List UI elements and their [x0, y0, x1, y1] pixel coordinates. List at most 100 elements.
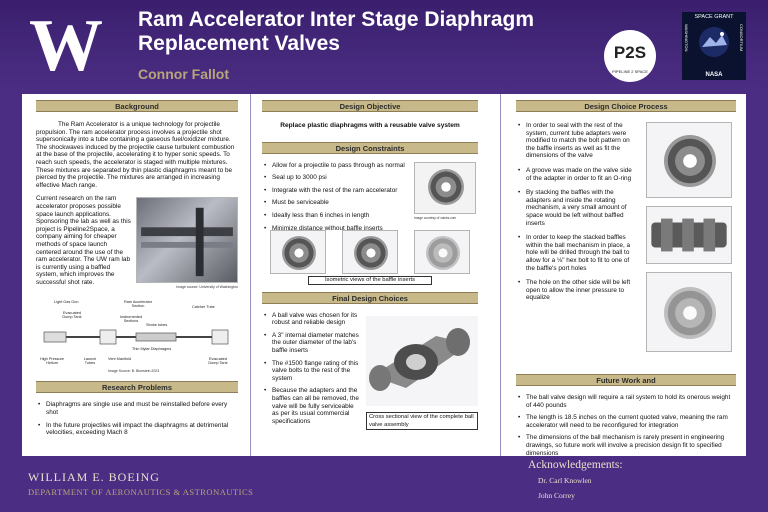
- future-work-item: The dimensions of the ball mechanism is …: [516, 434, 736, 457]
- final-design-item: The #1500 flange rating of this valve bo…: [262, 360, 360, 383]
- department-name-line-1: WILLIAM E. BOEING: [28, 470, 160, 484]
- acknowledgements-title: Acknowledgements:: [528, 459, 623, 471]
- department-name-line-2: DEPARTMENT OF AERONAUTICS & ASTRONAUTICS: [28, 487, 254, 497]
- design-process-list: In order to seal with the rest of the sy…: [516, 122, 634, 307]
- ball-valve-assembly-drawing: [369, 327, 470, 391]
- diagram-label-vent-manifold: Vent Manifold: [108, 357, 132, 362]
- poster-footer: WILLIAM E. BOEING DEPARTMENT OF AERONAUT…: [0, 456, 768, 512]
- constraint-item: Minimize distance without baffle inserts: [262, 225, 412, 233]
- baffle-insert-views: Isometric views of the baffle inserts: [262, 229, 478, 286]
- ram-accelerator-diagram: Light Gas Gun Ram Accelerator Section Ca…: [36, 297, 238, 378]
- stacked-baffles-drawing: [651, 218, 727, 252]
- valve-image-caption: Image courtesy of valves.com: [414, 215, 457, 220]
- constraint-item: Allow for a projectile to pass through a…: [262, 162, 412, 170]
- future-work-item: The length is 18.5 inches on the current…: [516, 414, 736, 429]
- research-problems-list: Diaphragms are single use and must be re…: [36, 401, 238, 436]
- future-work-item: The ball valve design will require a rai…: [516, 394, 736, 409]
- design-objective-heading: Design Objective: [262, 100, 478, 112]
- space-grant-bottom: NASA: [705, 72, 723, 78]
- adapter-shape: [664, 135, 716, 187]
- final-design-item: A 3" internal diameter matches the outer…: [262, 332, 360, 355]
- design-process-item: A groove was made on the valve side of t…: [516, 167, 634, 182]
- constraint-item: Integrate with the rest of the ram accel…: [262, 187, 412, 195]
- uw-logo: W: [29, 12, 103, 74]
- research-problem-item: Diaphragms are single use and must be re…: [36, 401, 238, 416]
- title-line-2: Replacement Valves: [138, 32, 340, 55]
- ball-valve-shape: [428, 168, 464, 205]
- background-row: Current research on the ram accelerator …: [36, 195, 238, 293]
- column-middle: Design Objective Replace plastic diaphra…: [262, 100, 478, 442]
- space-grant-left: WASHINGTON: [684, 24, 689, 52]
- future-work-list: The ball valve design will require a rai…: [516, 394, 736, 457]
- final-design-item: A ball valve was chosen for its robust a…: [262, 312, 360, 327]
- baffle-insert-shape: [282, 235, 316, 270]
- baffle-insert-view-2: [342, 229, 398, 274]
- column-right: Design Choice Process In order to seal w…: [516, 100, 736, 462]
- background-paragraph-1: The Ram Accelerator is a unique technolo…: [36, 121, 235, 189]
- column-divider: [500, 94, 501, 456]
- space-grant-logo: SPACE GRANT WASHINGTON CONSORTIUM NASA: [682, 12, 746, 80]
- diagram-label-catcher-tube: Catcher Tube: [192, 305, 215, 310]
- ram-accelerator-diagram-image: [43, 329, 229, 345]
- design-constraints-heading: Design Constraints: [262, 141, 478, 154]
- modified-adapter-image: [646, 122, 732, 198]
- ball-valve-assembly-image: [366, 315, 478, 406]
- column-divider: [250, 94, 251, 456]
- constraint-item: Ideally less than 6 inches in length: [262, 212, 412, 220]
- research-problem-item: In the future projectiles will impact th…: [36, 422, 238, 437]
- poster-header: W Ram Accelerator Inter Stage Diaphragm …: [0, 0, 768, 92]
- background-paragraph-2: Current research on the ram accelerator …: [36, 195, 131, 286]
- diagram-label-helium: High Pressure Helium: [39, 357, 65, 366]
- uw-logo-letter: W: [29, 12, 103, 74]
- assembly-caption: Cross sectional view of the complete bal…: [366, 411, 478, 430]
- constraint-item: Seal up to 3000 psi: [262, 174, 412, 182]
- diagram-label-ram-section: Ram Accelerator Section: [123, 300, 153, 309]
- space-grant-emblem-icon: [699, 27, 729, 57]
- diagram-label-diaphragms: Thin Mylar Diaphragms: [132, 347, 172, 352]
- design-constraints-list: Allow for a projectile to pass through a…: [262, 162, 412, 238]
- final-design-item: Because the adapters and the baffles can…: [262, 387, 360, 425]
- constraint-item: Must be serviceable: [262, 199, 412, 207]
- space-grant-top: SPACE GRANT: [694, 14, 734, 20]
- design-process-item: In order to keep the stacked baffles wit…: [516, 234, 634, 272]
- ball-mechanism-shape: [664, 287, 716, 339]
- baffle-insert-shape: [354, 235, 388, 270]
- diagram-label-launch-tubes: Launch Tubes: [83, 357, 97, 366]
- author-name: Connor Fallot: [138, 66, 229, 82]
- future-work-heading: Future Work and: [516, 374, 736, 386]
- diagram-caption: Image Source: B. Bluestein 2023: [108, 369, 160, 374]
- diagram-label-light-gas-gun: Light Gas Gun: [54, 300, 79, 305]
- baffle-insert-view-1: [270, 229, 326, 274]
- design-objective-text: Replace plastic diaphragms with a reusab…: [280, 122, 460, 129]
- design-process-heading: Design Choice Process: [516, 100, 736, 112]
- baffle-insert-view-3: [414, 229, 470, 274]
- isometric-views-caption: Isometric views of the baffle inserts: [308, 275, 432, 285]
- constraints-row: Allow for a projectile to pass through a…: [262, 161, 478, 232]
- design-process-item: By stacking the baffles with the adapter…: [516, 189, 634, 227]
- ram-photo-caption: Image source: University of Washington: [176, 285, 238, 290]
- pipeline2space-logo: P2S PIPELINE 2 SPACE: [604, 30, 656, 82]
- background-heading: Background: [36, 100, 238, 112]
- ram-accelerator-photo-image: [141, 208, 233, 277]
- ball-mechanism-image: [646, 272, 732, 352]
- final-design-heading: Final Design Choices: [262, 291, 478, 304]
- p2s-logo-subtext: PIPELINE 2 SPACE: [612, 69, 648, 74]
- space-grant-right: CONSORTIUM: [739, 24, 744, 52]
- stacked-baffles-image: [646, 206, 732, 264]
- design-process-row: In order to seal with the rest of the sy…: [516, 122, 736, 358]
- diagram-label-dump-tank-2: Evacuated Dump Tank: [208, 357, 228, 366]
- design-process-item: The hole on the other side will be left …: [516, 279, 634, 302]
- research-problems-heading: Research Problems: [36, 381, 238, 394]
- diagram-label-stroke-tubes: Stroke tubes: [146, 323, 168, 328]
- poster-content: Background The Ram Accelerator is a uniq…: [22, 94, 746, 457]
- baffle-insert-shape: [426, 235, 460, 270]
- ball-valve-cutaway-image: [414, 161, 476, 214]
- title-line-1: Ram Accelerator Inter Stage Diaphragm: [138, 8, 535, 31]
- acknowledgement-name: Dr. Carl Knowlen: [538, 476, 592, 485]
- design-process-item: In order to seal with the rest of the sy…: [516, 122, 634, 160]
- ram-accelerator-photo: [136, 197, 238, 284]
- diagram-label-instrumented: Instrumented Sections: [119, 315, 143, 324]
- column-left: Background The Ram Accelerator is a uniq…: [36, 100, 238, 442]
- poster-title: Ram Accelerator Inter Stage Diaphragm Re…: [138, 8, 598, 56]
- acknowledgement-name: John Correy: [538, 491, 575, 500]
